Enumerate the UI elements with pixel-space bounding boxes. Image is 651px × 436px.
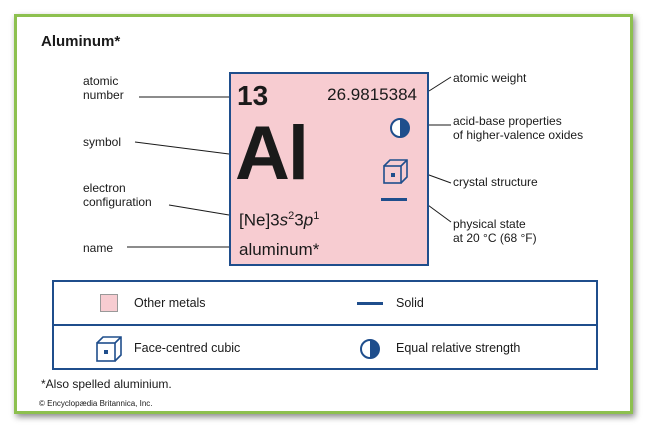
legend: Other metals Solid Face-centred cubic Eq… xyxy=(52,280,598,370)
solid-state-line-icon xyxy=(381,198,407,201)
atomic-number-label: atomic number xyxy=(83,74,124,102)
copyright: © Encyclopædia Britannica, Inc. xyxy=(39,399,153,408)
atomic-number: 13 xyxy=(237,80,269,111)
crystal-structure-label: crystal structure xyxy=(453,175,538,189)
face-centred-cube-icon xyxy=(383,159,408,184)
legend-fcc: Face-centred cubic xyxy=(134,341,241,355)
legend-other-metals: Other metals xyxy=(134,296,206,310)
half-filled-circle-icon xyxy=(360,339,380,359)
legend-equal-strength: Equal relative strength xyxy=(396,341,521,355)
element-name: aluminum* xyxy=(239,240,320,259)
element-card: Aluminum* atomic number symbol electron … xyxy=(14,14,633,414)
element-title: Aluminum* xyxy=(41,33,121,50)
footnote: *Also spelled aluminium. xyxy=(41,377,172,391)
electron-configuration: [Ne]3s23p1 xyxy=(239,210,320,230)
element-tile: 13 26.9815384 Al [Ne]3s23p1 aluminum* xyxy=(229,72,429,266)
name-label: name xyxy=(83,241,114,255)
element-symbol: Al xyxy=(235,111,309,196)
legend-solid: Solid xyxy=(396,296,424,310)
symbol-label: symbol xyxy=(83,135,122,149)
solid-line-icon xyxy=(357,302,383,305)
atomic-weight: 26.9815384 xyxy=(327,85,417,104)
electron-configuration-label: electron configuration xyxy=(83,181,152,209)
half-filled-circle-icon xyxy=(390,118,410,138)
atomic-weight-label: atomic weight xyxy=(453,71,527,85)
face-centred-cube-icon xyxy=(96,336,122,362)
acid-base-label: acid-base properties of higher-valence o… xyxy=(453,114,584,142)
physical-state-label: physical state at 20 °C (68 °F) xyxy=(453,217,537,245)
other-metals-swatch xyxy=(100,294,118,312)
legend-divider xyxy=(54,324,596,326)
